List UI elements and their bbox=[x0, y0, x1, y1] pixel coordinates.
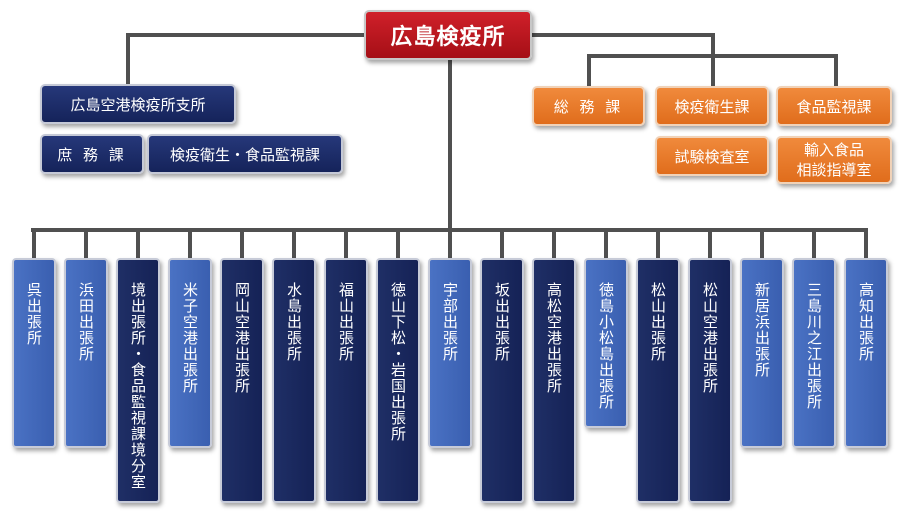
node-imported-food-consultation-office: 輸入食品 相談指導室 bbox=[776, 136, 892, 184]
node-left-general-affairs-section: 庶 務 課 bbox=[40, 134, 144, 174]
branch-office-2: 浜田出張所 bbox=[64, 258, 108, 448]
branch-office-11: 高松空港出張所 bbox=[532, 258, 576, 503]
root-node-hiroshima-quarantine-station: 広島検疫所 bbox=[364, 10, 532, 60]
branch-office-label: 徳山下松・岩国出張所 bbox=[389, 282, 407, 442]
branch-office-label: 浜田出張所 bbox=[77, 282, 95, 362]
import-consult-line2: 相談指導室 bbox=[796, 161, 872, 179]
branch-office-6: 水島出張所 bbox=[272, 258, 316, 503]
branch-office-label: 新居浜出張所 bbox=[753, 282, 771, 378]
branch-office-label: 三島川之江出張所 bbox=[805, 282, 823, 410]
branch-office-label: 高知出張所 bbox=[857, 282, 875, 362]
branch-office-7: 福山出張所 bbox=[324, 258, 368, 503]
branch-office-15: 新居浜出張所 bbox=[740, 258, 784, 448]
branch-office-label: 呉出張所 bbox=[25, 282, 43, 346]
branch-office-label: 岡山空港出張所 bbox=[233, 282, 251, 394]
branch-office-label: 境出張所・食品監視課境分室 bbox=[129, 282, 147, 490]
branch-office-label: 宇部出張所 bbox=[441, 282, 459, 362]
branch-office-4: 米子空港出張所 bbox=[168, 258, 212, 448]
node-quarantine-food-monitoring-section: 検疫衛生・食品監視課 bbox=[147, 134, 343, 174]
branch-office-label: 米子空港出張所 bbox=[181, 282, 199, 394]
branch-office-1: 呉出張所 bbox=[12, 258, 56, 448]
branch-office-label: 徳島小松島出張所 bbox=[597, 282, 615, 410]
branch-office-13: 松山出張所 bbox=[636, 258, 680, 503]
branch-office-3: 境出張所・食品監視課境分室 bbox=[116, 258, 160, 503]
branch-office-label: 松山出張所 bbox=[649, 282, 667, 362]
node-inspection-laboratory: 試験検査室 bbox=[655, 136, 769, 176]
branch-office-label: 水島出張所 bbox=[285, 282, 303, 362]
branch-office-9: 宇部出張所 bbox=[428, 258, 472, 448]
import-consult-line1: 輸入食品 bbox=[803, 141, 864, 159]
branch-office-17: 高知出張所 bbox=[844, 258, 888, 448]
branch-office-8: 徳山下松・岩国出張所 bbox=[376, 258, 420, 503]
branch-office-label: 福山出張所 bbox=[337, 282, 355, 362]
node-general-affairs-section: 総 務 課 bbox=[532, 86, 645, 126]
node-quarantine-hygiene-section: 検疫衛生課 bbox=[655, 86, 769, 126]
branch-office-16: 三島川之江出張所 bbox=[792, 258, 836, 448]
branch-office-12: 徳島小松島出張所 bbox=[584, 258, 628, 428]
branch-office-5: 岡山空港出張所 bbox=[220, 258, 264, 503]
node-hiroshima-airport-branch-office: 広島空港検疫所支所 bbox=[40, 84, 236, 124]
node-food-monitoring-section: 食品監視課 bbox=[776, 86, 892, 126]
branch-office-label: 坂出出張所 bbox=[493, 282, 511, 362]
branch-office-10: 坂出出張所 bbox=[480, 258, 524, 503]
branch-office-label: 松山空港出張所 bbox=[701, 282, 719, 394]
branch-office-label: 高松空港出張所 bbox=[545, 282, 563, 394]
branch-office-14: 松山空港出張所 bbox=[688, 258, 732, 503]
